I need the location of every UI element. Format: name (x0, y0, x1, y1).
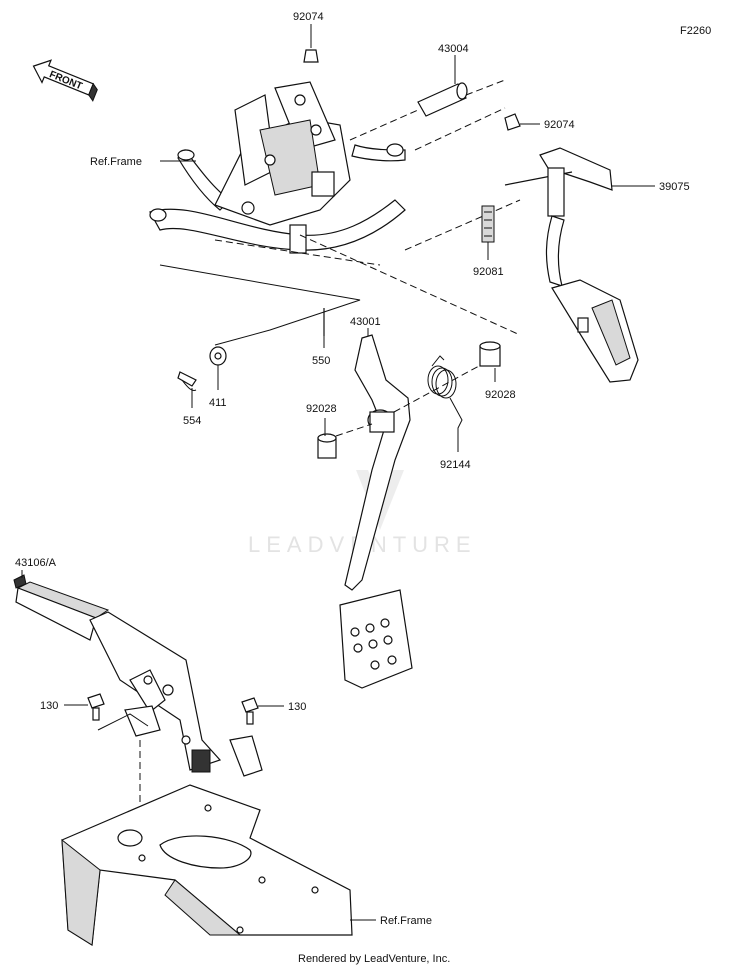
floor-frame (61, 784, 376, 947)
figure-code: F2260 (680, 25, 711, 37)
label-43001: 43001 (350, 316, 381, 328)
part-43001-brake-pedal (339, 328, 413, 689)
part-554-clip (177, 371, 197, 408)
part-92081-spring (481, 205, 495, 260)
part-130-right-bolt (241, 697, 284, 725)
label-92028-left: 92028 (306, 403, 337, 415)
label-130-right: 130 (288, 701, 306, 713)
part-92074-right (504, 113, 540, 131)
label-92074-right: 92074 (544, 119, 575, 131)
label-411: 411 (209, 397, 227, 409)
label-92081: 92081 (473, 266, 504, 278)
part-92028-right-bushing (479, 341, 501, 382)
part-43106A-parking-brake-lever (13, 570, 263, 777)
label-39075: 39075 (659, 181, 690, 193)
part-43004-shaft (417, 55, 468, 117)
label-130-left: 130 (40, 700, 58, 712)
part-130-left-bolt (64, 693, 105, 721)
part-411-washer (209, 346, 227, 390)
label-92028-right: 92028 (485, 389, 516, 401)
label-ref-frame-bottom: Ref.Frame (380, 915, 432, 927)
part-92144-return-spring (427, 355, 463, 452)
label-92074-top: 92074 (293, 11, 324, 23)
label-92144: 92144 (440, 459, 471, 471)
label-43004: 43004 (438, 43, 469, 55)
part-92074-top (303, 24, 319, 63)
footer-credit: Rendered by LeadVenture, Inc. (298, 953, 450, 965)
front-arrow-icon: FRONT (32, 59, 98, 102)
label-554: 554 (183, 415, 201, 427)
label-550: 550 (312, 355, 330, 367)
part-39075-accelerator-pedal (504, 147, 655, 383)
pedal-bracket-assembly (149, 81, 406, 254)
label-ref-frame-top: Ref.Frame (90, 156, 142, 168)
label-43106A: 43106/A (15, 557, 57, 569)
part-92028-left-bushing (317, 418, 337, 459)
